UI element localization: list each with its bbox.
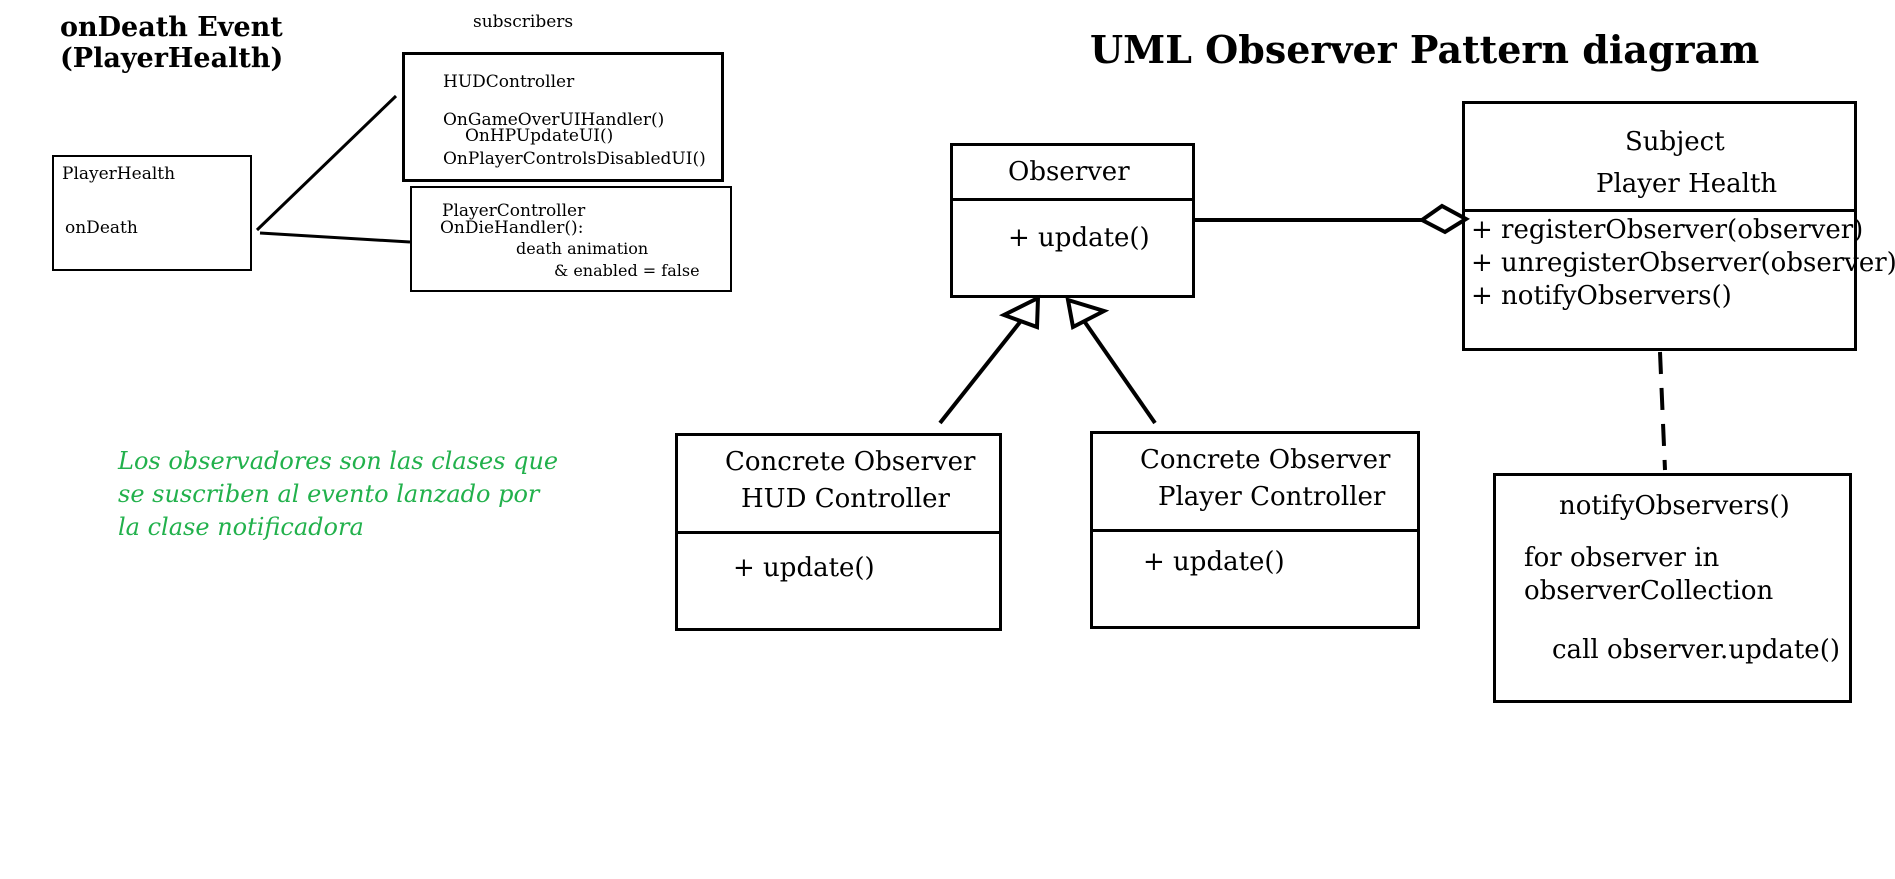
subject-class-divider <box>1465 209 1854 212</box>
title-line-2: (PlayerHealth) <box>60 43 284 75</box>
player-controller-death-animation: death animation <box>516 239 649 258</box>
note-dashed-line <box>1658 351 1667 471</box>
player-controller-name: PlayerController <box>442 201 586 221</box>
subscribers-label: subscribers <box>473 12 574 32</box>
hud-method-gameover: OnGameOverUIHandler() <box>443 110 665 130</box>
concrete-observer-player-box: Concrete Observer Player Controller + up… <box>1090 431 1420 629</box>
subject-class-box: Subject Player Health + registerObserver… <box>1462 101 1895 351</box>
concrete-player-line-2: Player Controller <box>1158 482 1386 512</box>
hud-controller-name: HUDController <box>443 72 575 92</box>
observer-class-divider <box>953 198 1192 201</box>
concrete-player-line-1: Concrete Observer <box>1140 445 1391 475</box>
concrete-hud-line-2: HUD Controller <box>741 484 950 514</box>
subject-method-notify: + notifyObservers() <box>1471 281 1732 311</box>
player-health-box: PlayerHealth onDeath <box>52 155 252 271</box>
line-to-player-controller <box>259 231 411 244</box>
notify-note-line-3: call observer.update() <box>1552 635 1840 665</box>
title-line-1: onDeath Event <box>60 12 283 43</box>
player-controller-enabled-false: & enabled = false <box>554 261 700 280</box>
player-controller-ondie: OnDieHandler(): <box>440 218 584 238</box>
observer-explanation-note: Los observadores son las clases que se s… <box>118 445 558 544</box>
hud-method-hpupdate: OnHPUpdateUI() <box>465 126 614 146</box>
hud-generalization-arrowhead <box>998 294 1041 330</box>
note-line-1: Los observadores son las clases que <box>118 447 559 475</box>
concrete-player-update-method: + update() <box>1143 547 1285 577</box>
hud-method-controls-disabled: OnPlayerControlsDisabledUI() <box>443 149 706 169</box>
aggregation-diamond-icon <box>1418 203 1470 235</box>
observer-class-box: Observer + update() <box>950 143 1195 298</box>
subject-class-line-2: Player Health <box>1596 169 1778 199</box>
subject-method-register: + registerObserver(observer) <box>1471 215 1864 245</box>
note-line-3: la clase notificadora <box>118 513 364 541</box>
uml-diagram-title: UML Observer Pattern diagram <box>1090 27 1760 72</box>
notify-observers-note-box: notifyObservers() for observer in observ… <box>1493 473 1852 703</box>
hud-controller-box: HUDController OnGameOverUIHandler() OnHP… <box>402 52 724 182</box>
notify-note-line-2: observerCollection <box>1524 576 1774 606</box>
concrete-hud-divider <box>678 531 999 534</box>
notify-note-line-1: for observer in <box>1524 543 1720 573</box>
concrete-hud-update-method: + update() <box>733 553 875 583</box>
player-generalization-line <box>1080 316 1157 425</box>
note-line-2: se suscriben al evento lanzado por <box>118 480 540 508</box>
player-generalization-arrowhead <box>1065 297 1110 331</box>
player-controller-box: PlayerController OnDieHandler(): death a… <box>410 186 732 292</box>
concrete-player-divider <box>1093 529 1417 532</box>
subject-method-unregister: + unregisterObserver(observer) <box>1471 248 1895 278</box>
hud-generalization-line <box>938 310 1030 425</box>
concrete-observer-hud-box: Concrete Observer HUD Controller + updat… <box>675 433 1002 631</box>
notify-note-title: notifyObservers() <box>1559 491 1790 521</box>
subject-class-line-1: Subject <box>1625 127 1725 157</box>
ondeath-event-title: onDeath Event (PlayerHealth) <box>60 12 283 74</box>
observer-update-method: + update() <box>1008 223 1150 253</box>
observer-class-name: Observer <box>1008 157 1130 187</box>
player-health-ondeath: onDeath <box>65 218 138 238</box>
line-to-hud-controller <box>255 94 398 232</box>
player-health-name: PlayerHealth <box>62 164 176 184</box>
concrete-hud-line-1: Concrete Observer <box>725 447 976 477</box>
